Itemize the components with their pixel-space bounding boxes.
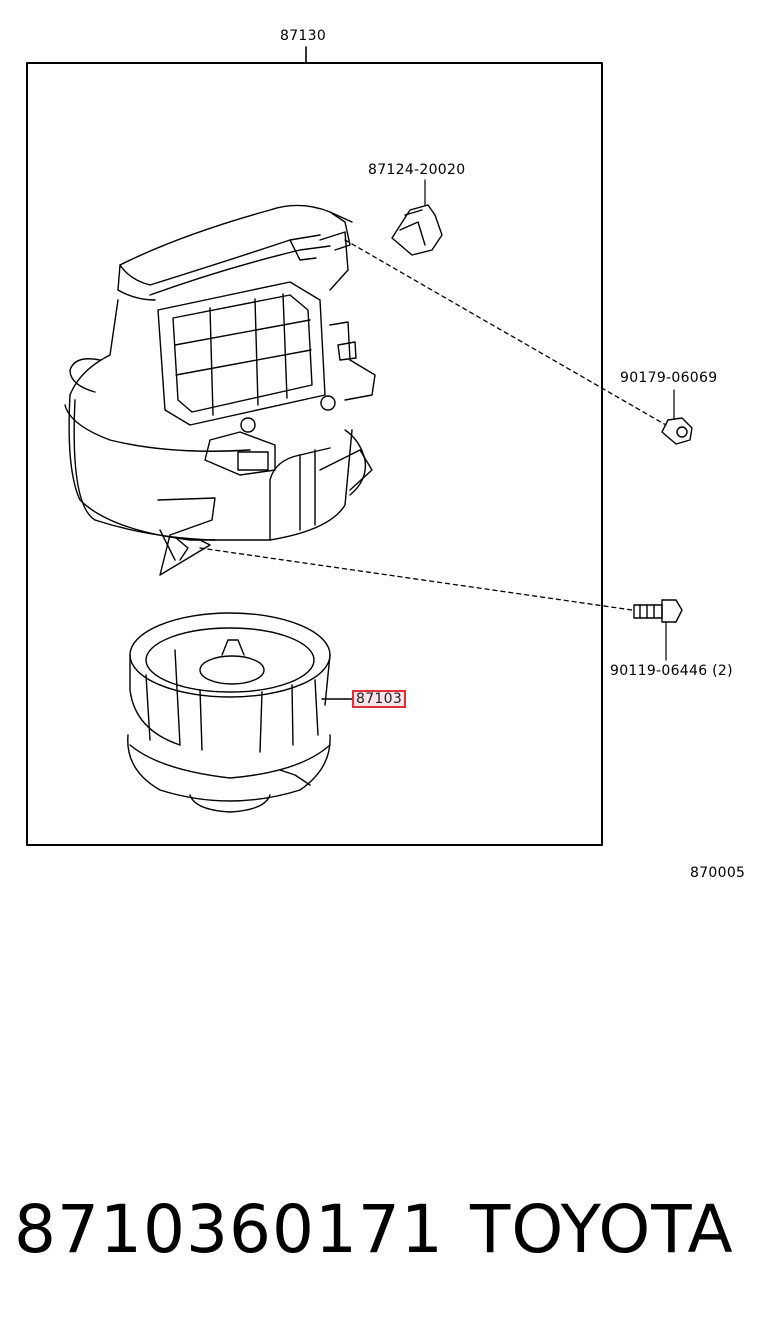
callout-screw: 90119-06446 (2): [610, 663, 733, 679]
callout-nut: 90179-06069: [620, 370, 718, 386]
footer: 8710360171 TOYOTA: [14, 1190, 754, 1280]
screw-part-drawing: [633, 599, 683, 623]
figure-id: 870005: [690, 865, 746, 881]
brand-name: TOYOTA: [470, 1191, 734, 1268]
clip-part-drawing: [391, 204, 443, 256]
blower-housing-drawing: [64, 204, 376, 576]
callout-assembly: 87130: [280, 28, 327, 44]
nut-dashed-line: [344, 239, 667, 426]
blower-motor-drawing: [127, 612, 331, 813]
callout-motor-highlighted[interactable]: 87103: [352, 690, 407, 708]
part-number: 8710360171: [14, 1191, 444, 1268]
screw-dashed-line: [199, 547, 633, 611]
nut-part-drawing: [661, 417, 693, 445]
exploded-parts-diagram: [26, 46, 693, 846]
callout-clip: 87124-20020: [368, 162, 466, 178]
assembly-frame: [26, 62, 603, 846]
